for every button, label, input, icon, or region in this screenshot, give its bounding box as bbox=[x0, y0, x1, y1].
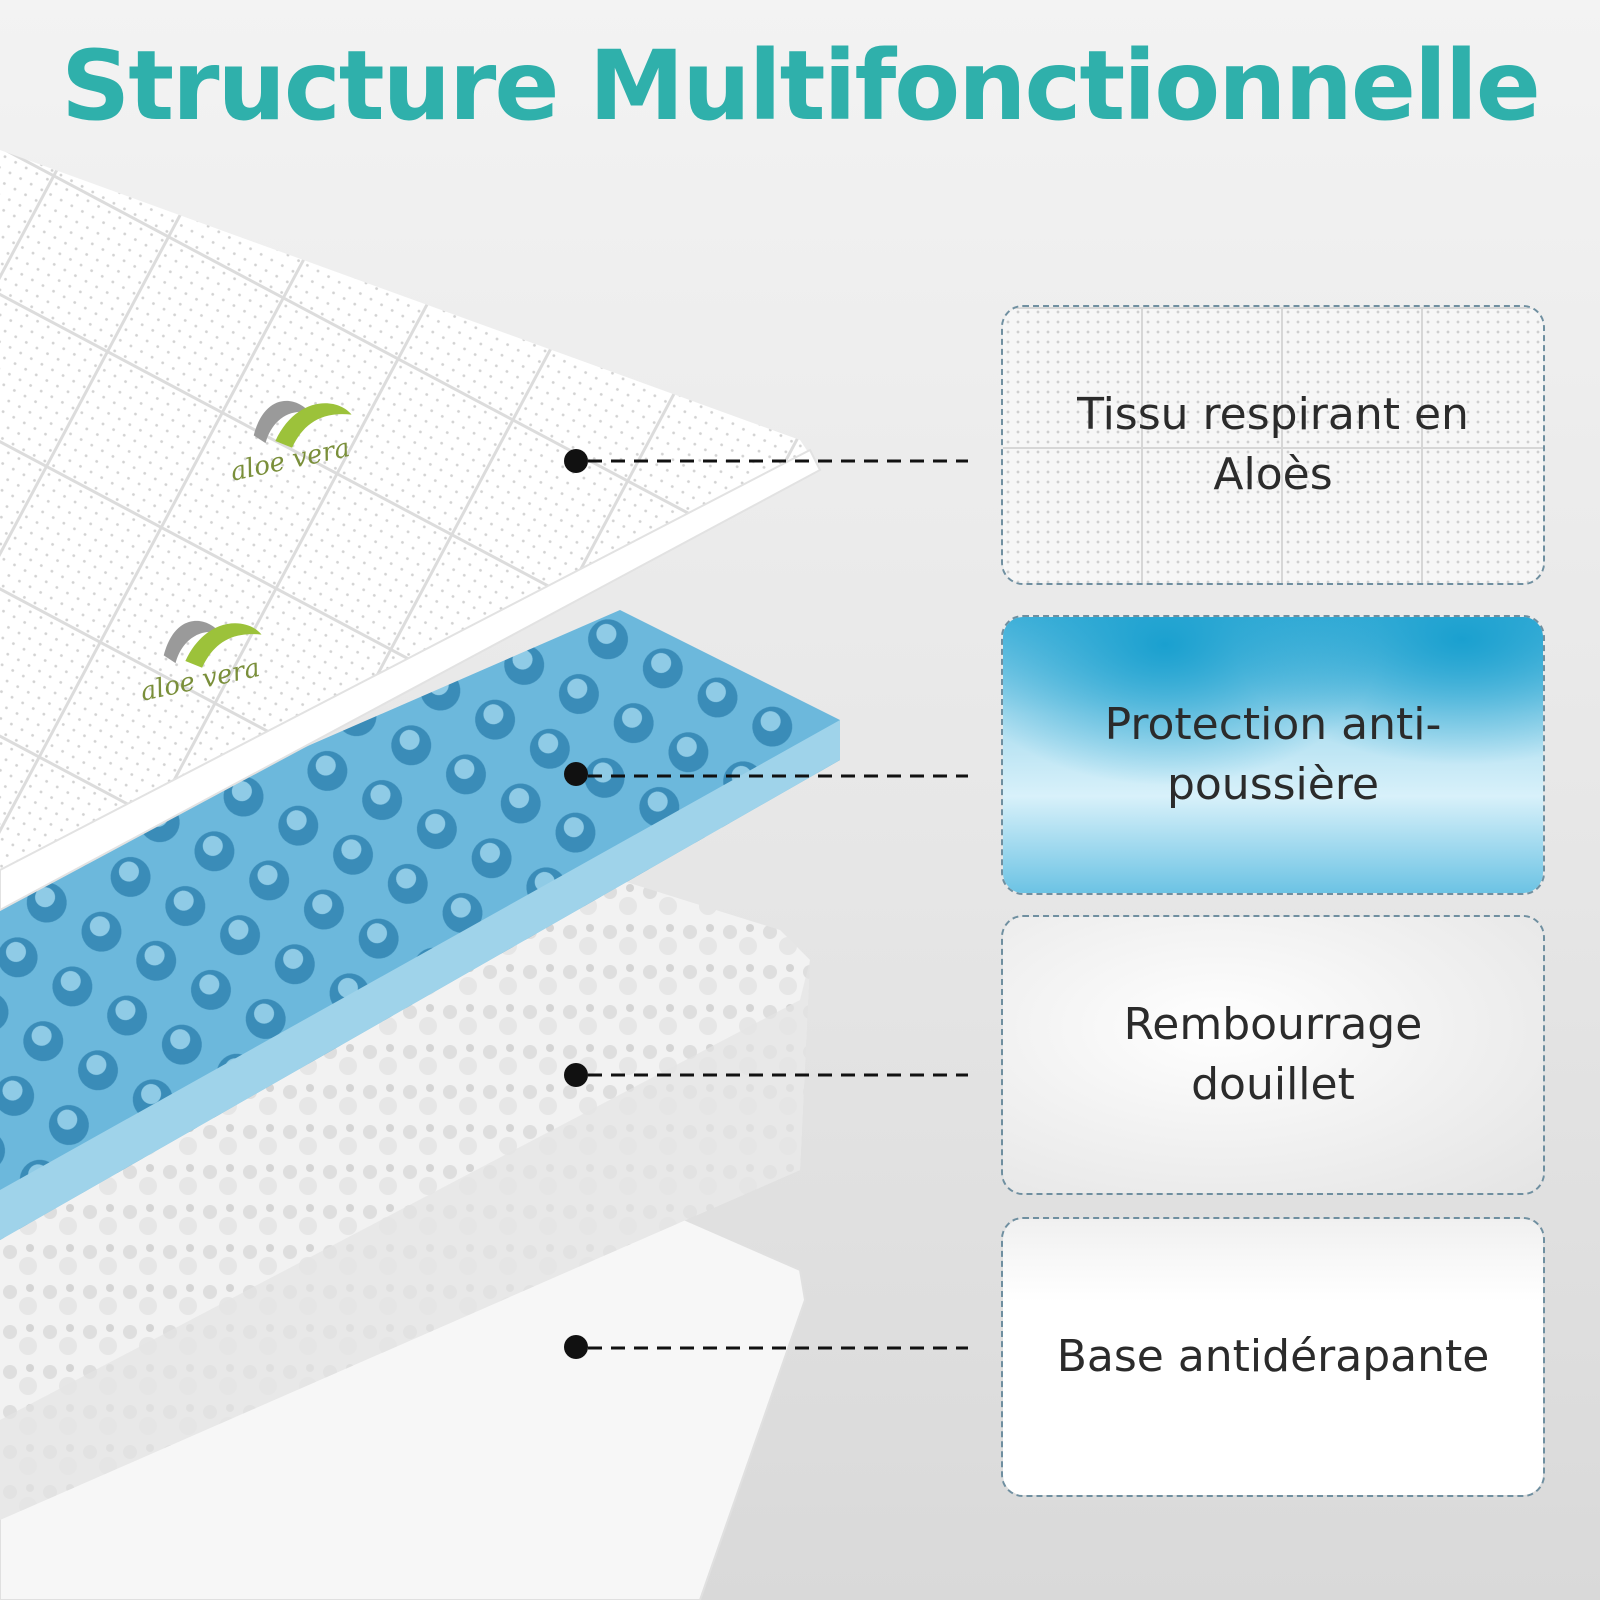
aloe-fabric-swatch bbox=[1003, 307, 1543, 583]
padding-swatch bbox=[1003, 917, 1543, 1193]
page-title: Structure Multifonctionnelle bbox=[61, 30, 1541, 142]
layer-label: Rembourrage douillet bbox=[1123, 999, 1423, 1110]
layer-card-padding: Rembourrage douillet bbox=[1001, 915, 1545, 1195]
layer-label: Base antidérapante bbox=[1056, 1331, 1490, 1382]
aloe-top-layer bbox=[0, 150, 820, 910]
layer-label: Protection anti-poussière bbox=[1104, 699, 1442, 810]
layer-card-dust-protection: Protection anti-poussière bbox=[1001, 615, 1545, 895]
foam-swatch bbox=[1003, 617, 1543, 893]
layer-card-non-slip-base: Base antidérapante bbox=[1001, 1217, 1545, 1497]
base-swatch bbox=[1003, 1219, 1543, 1495]
layer-card-aloe-fabric: Tissu respirant en Aloès bbox=[1001, 305, 1545, 585]
layer-label: Tissu respirant en Aloès bbox=[1077, 389, 1469, 500]
leader-line bbox=[564, 762, 968, 786]
leader-line bbox=[564, 1063, 968, 1087]
leader-line bbox=[564, 449, 968, 473]
leader-line bbox=[564, 1335, 968, 1359]
